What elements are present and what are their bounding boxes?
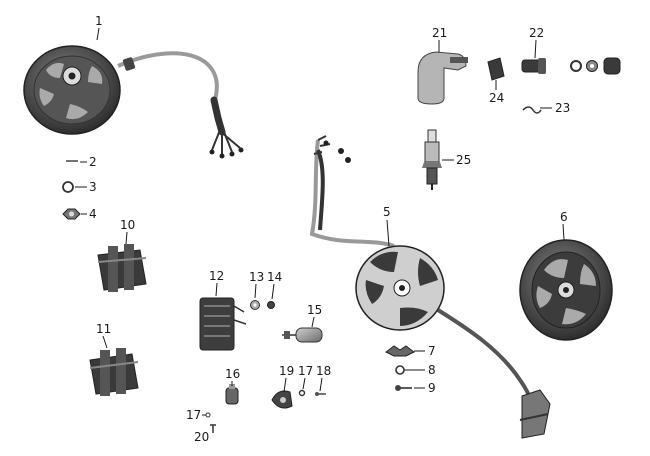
- part-16-connector: [225, 384, 239, 405]
- part-10-coil: [97, 244, 147, 292]
- part-18-screw: [315, 392, 326, 396]
- callout-labels: 1 2 3 4 10 11 12 13 14 15 16 19 17 18 17…: [89, 14, 570, 444]
- part-15-condenser: [282, 327, 323, 343]
- callout-11: 11: [96, 322, 111, 336]
- callout-10: 10: [120, 218, 135, 232]
- callout-16: 16: [225, 367, 240, 381]
- part-13-washer: [250, 300, 260, 310]
- part-14-nut: [267, 301, 275, 309]
- callout-4: 4: [89, 207, 97, 221]
- callout-5: 5: [383, 205, 391, 219]
- part-19-bracket: [271, 390, 293, 409]
- callout-8: 8: [428, 363, 436, 377]
- part-3-washer: [62, 181, 74, 193]
- part-17-screw: [298, 389, 306, 397]
- part-22-washers: [570, 57, 621, 75]
- part-24-boot: [487, 57, 505, 81]
- callout-14: 14: [267, 270, 282, 284]
- callout-17-upper: 17: [298, 364, 313, 378]
- callout-20: 20: [194, 430, 209, 444]
- callout-24: 24: [489, 91, 504, 105]
- callout-21: 21: [432, 26, 447, 40]
- part-1-flywheel: [23, 45, 244, 159]
- part-7-wing-nut: [385, 345, 415, 357]
- callout-1: 1: [95, 14, 103, 28]
- part-21-plug-cap: [417, 51, 468, 105]
- callout-23: 23: [555, 101, 570, 115]
- callout-7: 7: [428, 344, 436, 358]
- part-11-coil: [89, 348, 139, 396]
- callout-22: 22: [529, 26, 544, 40]
- callout-2: 2: [89, 155, 97, 169]
- callout-17-lower: 17: [186, 408, 201, 422]
- part-8-washer: [395, 365, 405, 375]
- callout-19: 19: [279, 364, 294, 378]
- leader-lines: [75, 27, 565, 416]
- callout-9: 9: [428, 381, 436, 395]
- part-20-screw: [210, 424, 216, 433]
- callout-3: 3: [89, 180, 97, 194]
- part-17-washer-lower: [205, 412, 211, 418]
- callout-12: 12: [209, 269, 224, 283]
- part-22-connector: [521, 58, 546, 74]
- part-12-regulator: [199, 297, 247, 351]
- callout-18: 18: [316, 364, 331, 378]
- callout-15: 15: [307, 303, 322, 317]
- part-6-flywheel: [519, 239, 613, 341]
- part-5-stator: [309, 135, 551, 439]
- callout-6: 6: [560, 210, 568, 224]
- callout-25: 25: [456, 153, 471, 167]
- part-25-spark-plug: [422, 129, 442, 190]
- part-23-clip: [522, 106, 542, 114]
- part-9-screw: [395, 385, 412, 391]
- part-4-nut: [62, 208, 81, 220]
- callout-13: 13: [249, 270, 264, 284]
